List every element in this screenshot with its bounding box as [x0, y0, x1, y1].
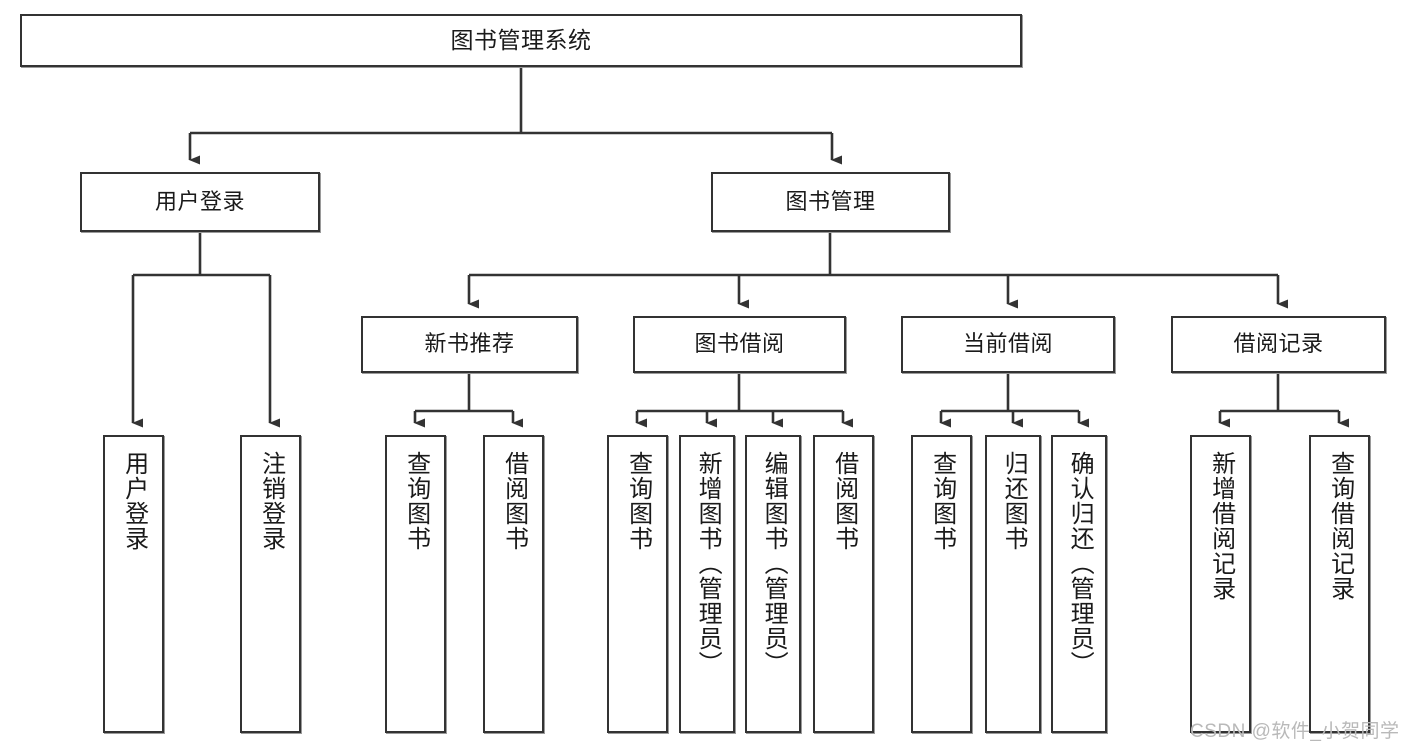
- node-book-borrow-label: 图书借阅: [694, 331, 785, 357]
- node-user-login-label: 用户登录: [154, 188, 245, 214]
- leaf-add-borrow-record-label: 新增借阅记录: [1207, 451, 1235, 601]
- leaf-borrow-book-label: 借阅图书: [830, 451, 858, 551]
- node-current-borrow[interactable]: 当前借阅: [901, 316, 1115, 373]
- node-new-book-recommend-label: 新书推荐: [424, 331, 515, 357]
- leaf-query-book-borrow-label: 查询图书: [624, 451, 652, 551]
- leaf-query-borrow-record-label: 查询借阅记录: [1326, 451, 1354, 601]
- leaf-query-book-recommend[interactable]: 查询图书: [385, 435, 446, 733]
- leaf-add-book-admin-label: 新增图书（管理员）: [694, 451, 722, 676]
- leaf-add-borrow-record[interactable]: 新增借阅记录: [1190, 435, 1251, 733]
- leaf-return-book[interactable]: 归还图书: [985, 435, 1041, 733]
- watermark: CSDN @软件_小贺同学: [1190, 721, 1400, 742]
- leaf-return-book-label: 归还图书: [1000, 451, 1028, 551]
- node-borrow-record[interactable]: 借阅记录: [1171, 316, 1386, 373]
- leaf-borrow-book[interactable]: 借阅图书: [813, 435, 874, 733]
- node-user-login[interactable]: 用户登录: [80, 172, 320, 232]
- node-borrow-record-label: 借阅记录: [1233, 331, 1324, 357]
- leaf-logout[interactable]: 注销登录: [240, 435, 301, 733]
- node-current-borrow-label: 当前借阅: [962, 331, 1053, 357]
- leaf-user-login-label: 用户登录: [120, 451, 148, 551]
- leaf-borrow-book-recommend-label: 借阅图书: [500, 451, 528, 551]
- node-book-management[interactable]: 图书管理: [711, 172, 950, 232]
- node-book-borrow[interactable]: 图书借阅: [633, 316, 846, 373]
- leaf-confirm-return-admin-label: 确认归还（管理员）: [1066, 451, 1094, 676]
- leaf-edit-book-admin-label: 编辑图书（管理员）: [760, 451, 788, 676]
- leaf-confirm-return-admin[interactable]: 确认归还（管理员）: [1051, 435, 1107, 733]
- leaf-edit-book-admin[interactable]: 编辑图书（管理员）: [745, 435, 801, 733]
- leaf-query-book-current[interactable]: 查询图书: [911, 435, 972, 733]
- node-root-label: 图书管理系统: [450, 26, 592, 53]
- leaf-add-book-admin[interactable]: 新增图书（管理员）: [679, 435, 735, 733]
- leaf-query-book-recommend-label: 查询图书: [402, 451, 430, 551]
- leaf-query-book-current-label: 查询图书: [928, 451, 956, 551]
- node-root[interactable]: 图书管理系统: [20, 14, 1022, 67]
- leaf-user-login[interactable]: 用户登录: [103, 435, 164, 733]
- leaf-query-borrow-record[interactable]: 查询借阅记录: [1309, 435, 1370, 733]
- leaf-borrow-book-recommend[interactable]: 借阅图书: [483, 435, 544, 733]
- node-book-management-label: 图书管理: [785, 188, 876, 214]
- node-new-book-recommend[interactable]: 新书推荐: [361, 316, 578, 373]
- leaf-logout-label: 注销登录: [257, 451, 285, 551]
- leaf-query-book-borrow[interactable]: 查询图书: [607, 435, 668, 733]
